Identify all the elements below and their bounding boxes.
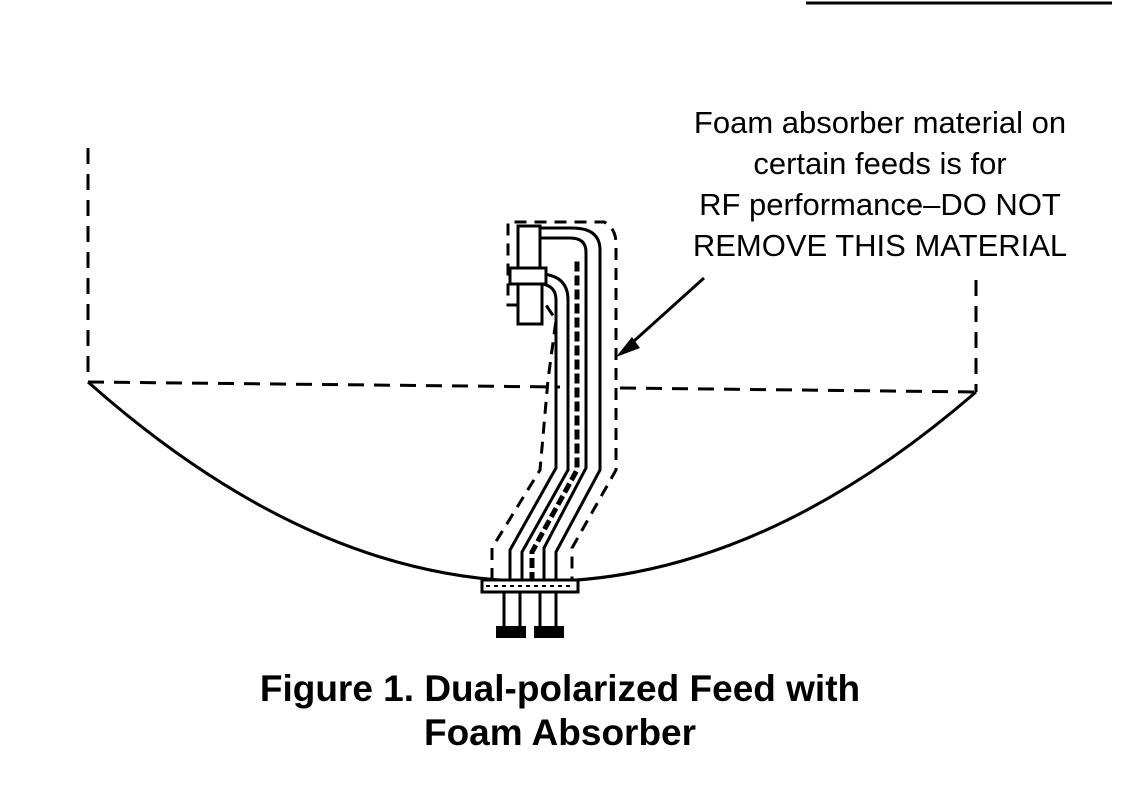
feed-head-top [516,224,542,272]
connector-left-body [502,590,522,630]
caption-line-1: Figure 1. Dual-polarized Feed with [259,668,861,709]
callout-arrowhead [616,337,640,357]
callout-leader [622,276,706,352]
waveguide-seam [529,258,580,582]
feed-head-mid [508,266,548,286]
callout-line-1: Foam absorber material on [693,105,1067,140]
waveguide-inner-2 [534,226,602,582]
waveguide-outer-2 [520,272,570,582]
foam-absorber-outline [490,220,618,580]
waveguide-inner [534,236,588,582]
connector-right-nut [534,626,564,638]
connector-right-body [538,590,558,630]
caption-line-2: Foam Absorber [423,712,697,753]
feed-head-bottom [516,282,544,326]
callout-line-4: REMOVE THIS MATERIAL [692,228,1068,263]
absorber-callout: Foam absorber material on certain feeds … [640,102,1120,266]
aperture-dashed-line-left [87,380,561,389]
aperture-dashed-line-right [619,386,977,394]
figure-caption: Figure 1. Dual-polarized Feed with Foam … [160,667,960,755]
callout-line-3: RF performance–DO NOT [699,187,1061,222]
connector-left-nut [496,626,526,638]
callout-line-2: certain feeds is for [753,146,1007,181]
